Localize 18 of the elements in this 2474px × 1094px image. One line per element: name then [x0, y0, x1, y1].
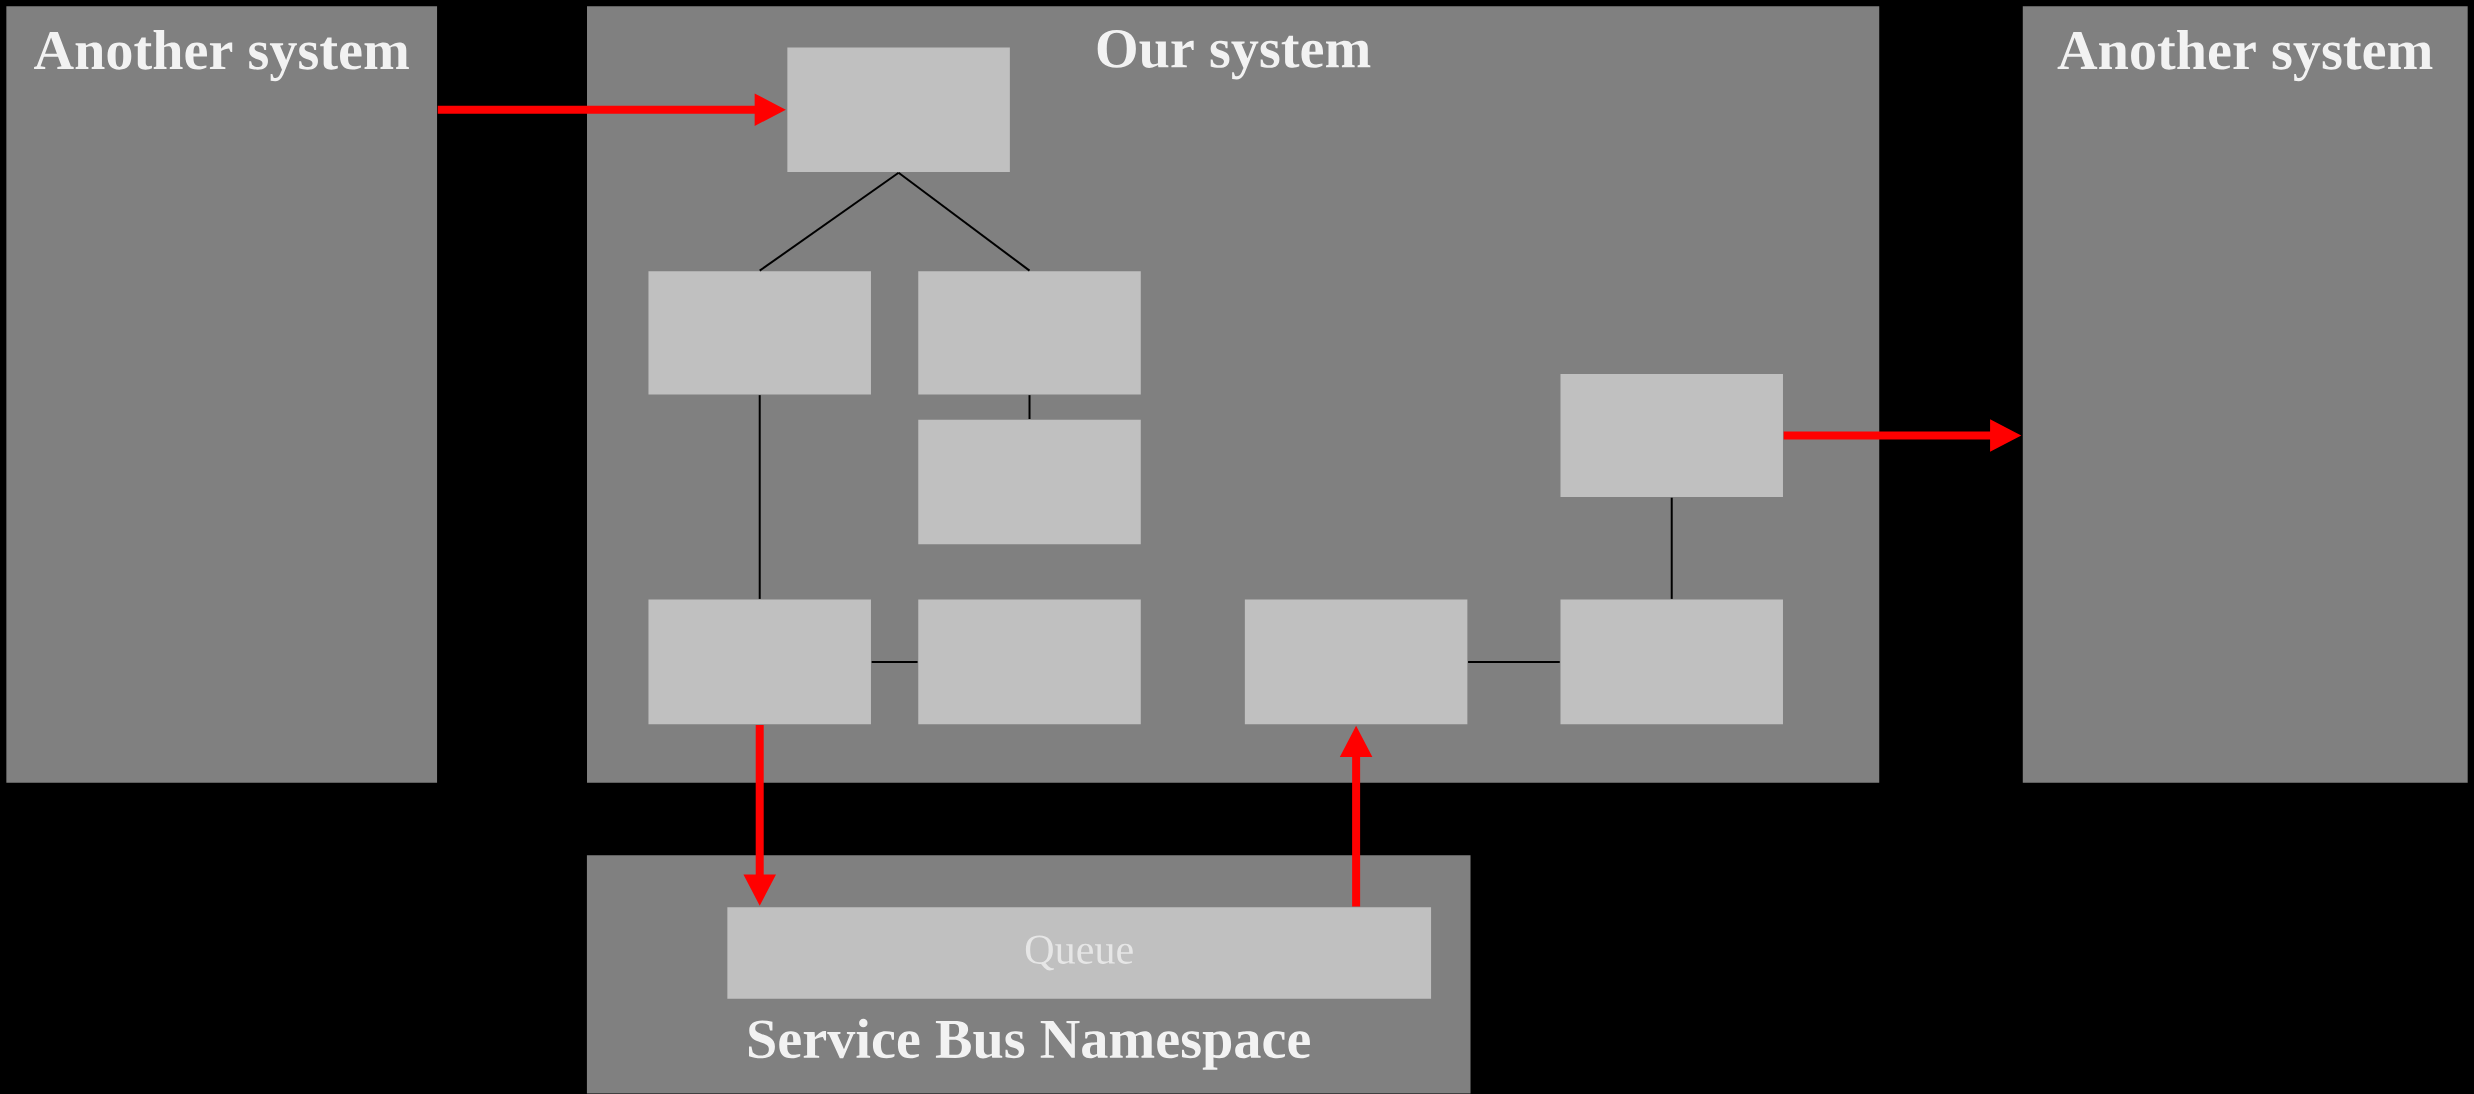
- component-box: [1560, 373, 1783, 498]
- component-box: [648, 599, 871, 725]
- connector-line: [897, 171, 1031, 272]
- connector-line: [1670, 496, 1673, 600]
- component-box: [918, 419, 1141, 545]
- component-box: [1244, 599, 1468, 725]
- component-box: [787, 47, 1010, 172]
- system-panel: Another system: [2022, 6, 2468, 783]
- connector-line: [1467, 660, 1561, 663]
- component-box: [648, 271, 871, 395]
- connector-line: [758, 171, 900, 272]
- connector-line: [758, 394, 761, 600]
- component-box: [918, 599, 1141, 725]
- system-panel: Another system: [6, 6, 438, 783]
- connector-line: [1028, 394, 1031, 420]
- connector-line: [870, 660, 919, 663]
- component-box: [918, 271, 1141, 395]
- component-box: [1560, 599, 1783, 725]
